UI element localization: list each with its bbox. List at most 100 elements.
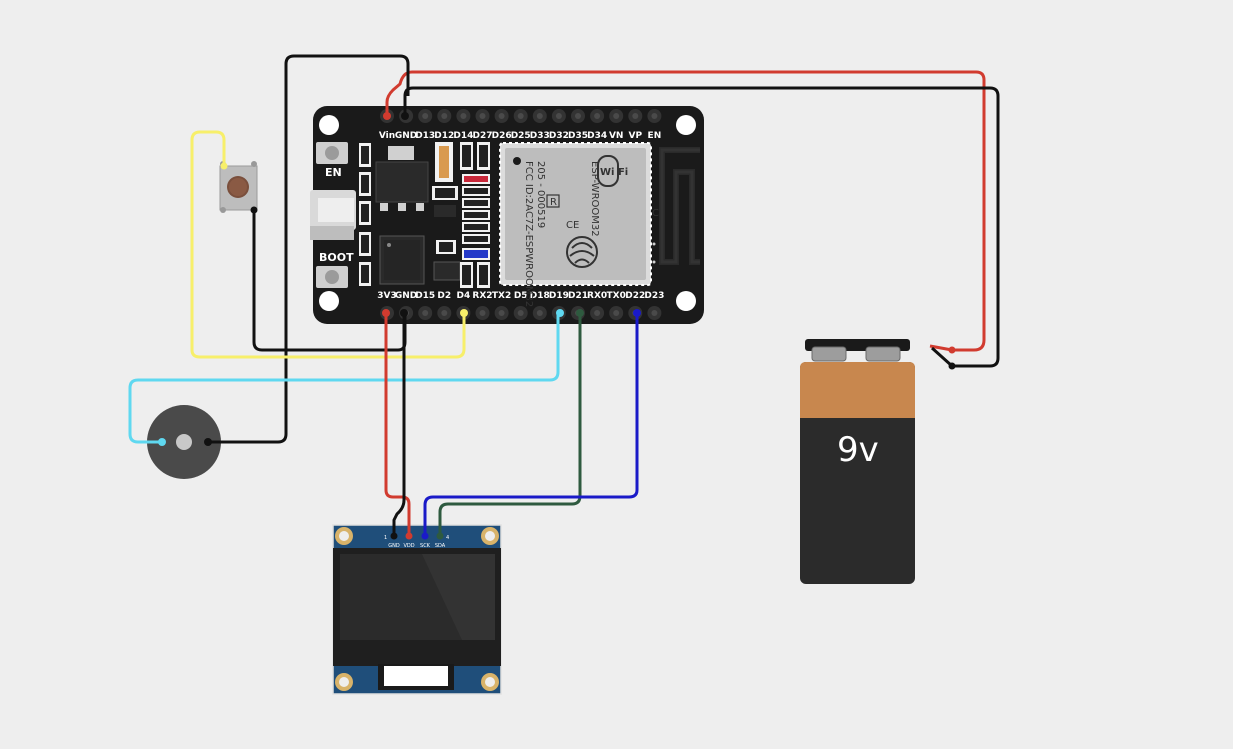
bottom-pin-label: D23: [644, 291, 664, 301]
top-pin-hole: [651, 113, 658, 119]
wire-button-d4: [190, 130, 466, 359]
antenna-mark: C: [652, 208, 659, 219]
antenna-icon: [652, 147, 700, 265]
top-pin-hole: [422, 113, 429, 119]
oled-pin-label: GND: [388, 543, 400, 549]
battery-label: 9v: [837, 430, 879, 470]
top-pin-hole: [555, 113, 562, 119]
bottom-pin-label: TX0: [607, 291, 626, 301]
bottom-pin-label: D2: [437, 291, 451, 301]
resistor-stack: [460, 142, 490, 288]
wifi-logo-icon: Wi Fi: [597, 155, 628, 187]
usb-port-icon: [310, 190, 356, 240]
top-pin-label: EN: [648, 131, 662, 141]
bottom-pin-label: D4: [457, 291, 471, 301]
top-pin-hole: [536, 113, 543, 119]
wire-buzzer-d19: [128, 313, 560, 444]
wire-vin-to-battery: [385, 70, 986, 352]
bottom-pin-label: D22: [625, 291, 645, 301]
module-name: ESP-WROOM32: [589, 161, 600, 237]
bottom-pin-label: TX2: [492, 291, 511, 301]
top-pin-label: Vin: [379, 131, 395, 141]
top-pin-label: GND: [395, 131, 417, 141]
top-pin-hole: [594, 113, 601, 119]
top-pin-hole: [575, 113, 581, 119]
bottom-pin-label: GND: [395, 291, 417, 301]
top-pin-hole: [460, 113, 467, 119]
bottom-pin-hole: [498, 310, 505, 316]
wire-3v3-vdd: [384, 313, 411, 536]
bottom-pin-label: D19: [549, 291, 569, 301]
bottom-header-pins: [380, 306, 662, 320]
top-pin-label: D32: [549, 131, 569, 141]
bottom-pin-hole: [441, 310, 448, 316]
top-pin-label: D26: [492, 131, 512, 141]
wire-d22-sck: [423, 313, 639, 536]
bottom-pin-hole: [422, 310, 429, 316]
top-pin-label: D35: [568, 131, 588, 141]
bottom-pin-hole: [594, 310, 601, 316]
bottom-pin-label: 3V3: [377, 291, 397, 301]
bottom-pin-label: D5: [514, 291, 528, 301]
top-pin-label: D27: [473, 131, 493, 141]
smd-resistors-left: [359, 143, 371, 286]
top-pin-label: D33: [530, 131, 550, 141]
battery-9v[interactable]: 9v: [800, 339, 915, 584]
buzzer-icon[interactable]: [147, 405, 221, 479]
oled-pin-index-first: 1: [384, 535, 387, 541]
bottom-pin-label: D15: [415, 291, 435, 301]
bottom-pin-hole: [479, 310, 486, 316]
boot-button[interactable]: [316, 266, 348, 288]
ce-mark: CE: [566, 220, 579, 231]
fcc-id: FCC ID:2AC7Z-ESPWROOM32: [523, 161, 534, 307]
oled-pin-index-last: 4: [446, 535, 449, 541]
top-pin-hole: [498, 113, 505, 119]
top-pin-label: D34: [587, 131, 607, 141]
top-pin-label: VN: [609, 131, 624, 141]
oled-pin-label: SDA: [435, 543, 446, 549]
oled-pin-label: VDD: [403, 543, 414, 549]
wires: [128, 54, 1000, 540]
wire-d21-sda: [438, 313, 582, 536]
usb-uart-chip: [379, 235, 425, 285]
bottom-pin-hole: [536, 310, 543, 316]
top-pin-label: D12: [434, 131, 454, 141]
bottom-pin-label: D21: [568, 291, 588, 301]
bottom-pin-hole: [517, 310, 524, 316]
voltage-regulator: [375, 146, 429, 211]
en-button-label: EN: [325, 166, 342, 179]
wifi-logo-text: Wi Fi: [600, 167, 628, 178]
oled-pin-label: SCK: [420, 543, 431, 549]
top-pin-label: VP: [629, 131, 643, 141]
wire-gnd-oled: [392, 313, 406, 536]
top-pin-hole: [441, 113, 448, 119]
module-id: 205 - 000519: [535, 161, 546, 228]
top-pin-label: D13: [415, 131, 435, 141]
esp-wroom32-module: ESP-WROOM32 205 - 000519 FCC ID:2AC7Z-ES…: [499, 142, 659, 307]
tantalum-capacitor: [435, 142, 453, 182]
en-button[interactable]: [316, 142, 348, 164]
bottom-pin-label: D18: [530, 291, 550, 301]
top-pin-label: D25: [511, 131, 531, 141]
top-pin-hole: [479, 113, 486, 119]
wire-buzzer-gnd: [208, 54, 410, 444]
top-pin-hole: [613, 113, 620, 119]
top-header-pins: [380, 109, 662, 123]
small-ics: [432, 186, 461, 281]
top-pin-label: D14: [453, 131, 473, 141]
bottom-pin-label: RX0: [587, 291, 607, 301]
bottom-pin-hole: [613, 310, 620, 316]
top-pin-hole: [632, 113, 639, 119]
boot-button-label: BOOT: [319, 251, 354, 264]
bottom-pin-label: RX2: [472, 291, 492, 301]
bottom-pin-hole: [651, 310, 658, 316]
espressif-logo-icon: [566, 236, 598, 268]
top-pin-hole: [517, 113, 524, 119]
r-mark: R: [550, 197, 557, 208]
